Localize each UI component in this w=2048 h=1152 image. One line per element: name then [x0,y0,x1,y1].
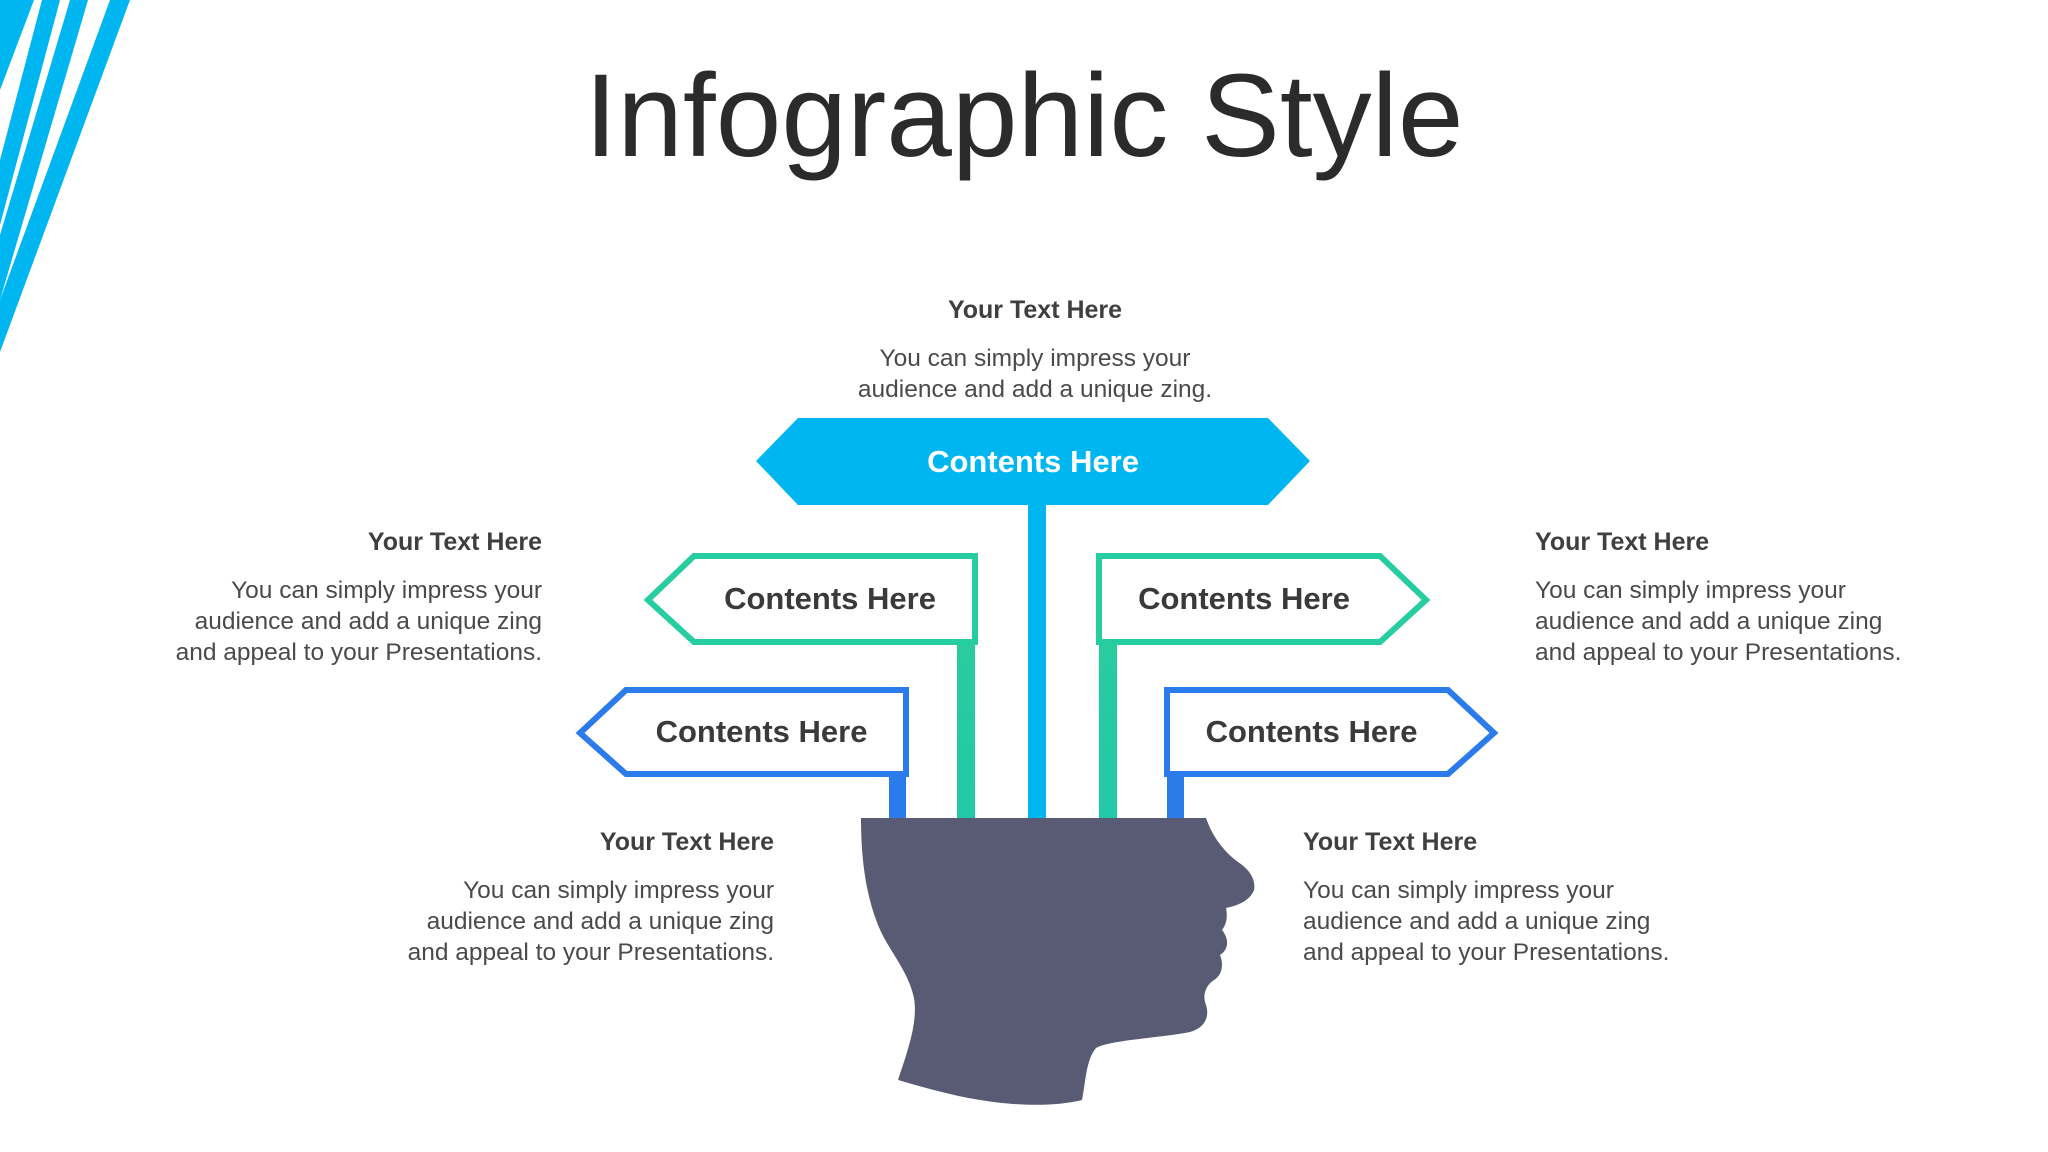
text-body: You can simply impress your audience and… [407,877,774,966]
pole-left-blue [889,770,906,818]
sign-left-lower-label: Contents Here [655,714,868,749]
pole-left-teal [957,636,975,818]
sign-right-upper-shape [1096,553,1431,645]
sign-right-lower-label: Contents Here [1205,714,1418,749]
corner-stripe-1 [0,0,34,90]
corner-stripe-4 [0,0,130,352]
sign-right-lower-shape [1164,687,1499,777]
corner-stripe-2 [0,0,60,225]
text-heading: Your Text Here [599,828,774,856]
text-heading: Your Text Here [367,528,542,556]
pole-right-blue [1167,770,1184,818]
sign-left-upper-shape [643,553,978,645]
text-block-right-upper: Your Text Here You can simply impress yo… [1535,528,1995,668]
sign-left-lower-shape [575,687,909,777]
head-silhouette [861,818,1255,1105]
text-body: You can simply impress your audience and… [1303,877,1670,966]
text-heading: Your Text Here [1535,528,1710,556]
pole-center [1028,500,1046,818]
text-block-right-lower: Your Text Here You can simply impress yo… [1303,828,1763,968]
corner-stripe-3 [0,0,88,300]
corner-stripes-decoration [0,0,130,352]
text-heading: Your Text Here [947,296,1123,324]
text-block-top: Your Text Here You can simply impress yo… [790,296,1280,405]
text-block-left-lower: Your Text Here You can simply impress yo… [330,828,774,968]
sign-left-upper-label: Contents Here [724,581,936,616]
page-title: Infographic Style [584,50,1464,182]
text-block-left-upper: Your Text Here You can simply impress yo… [100,528,542,668]
text-body: You can simply impress your audience and… [857,345,1213,403]
sign-right-upper-label: Contents Here [1138,581,1350,616]
text-heading: Your Text Here [1303,828,1478,856]
sign-top-shape [756,418,1310,505]
text-body: You can simply impress your audience and… [1535,577,1902,666]
sign-top-label: Contents Here [927,443,1139,479]
pole-right-teal [1099,636,1117,818]
text-body: You can simply impress your audience and… [175,577,542,666]
